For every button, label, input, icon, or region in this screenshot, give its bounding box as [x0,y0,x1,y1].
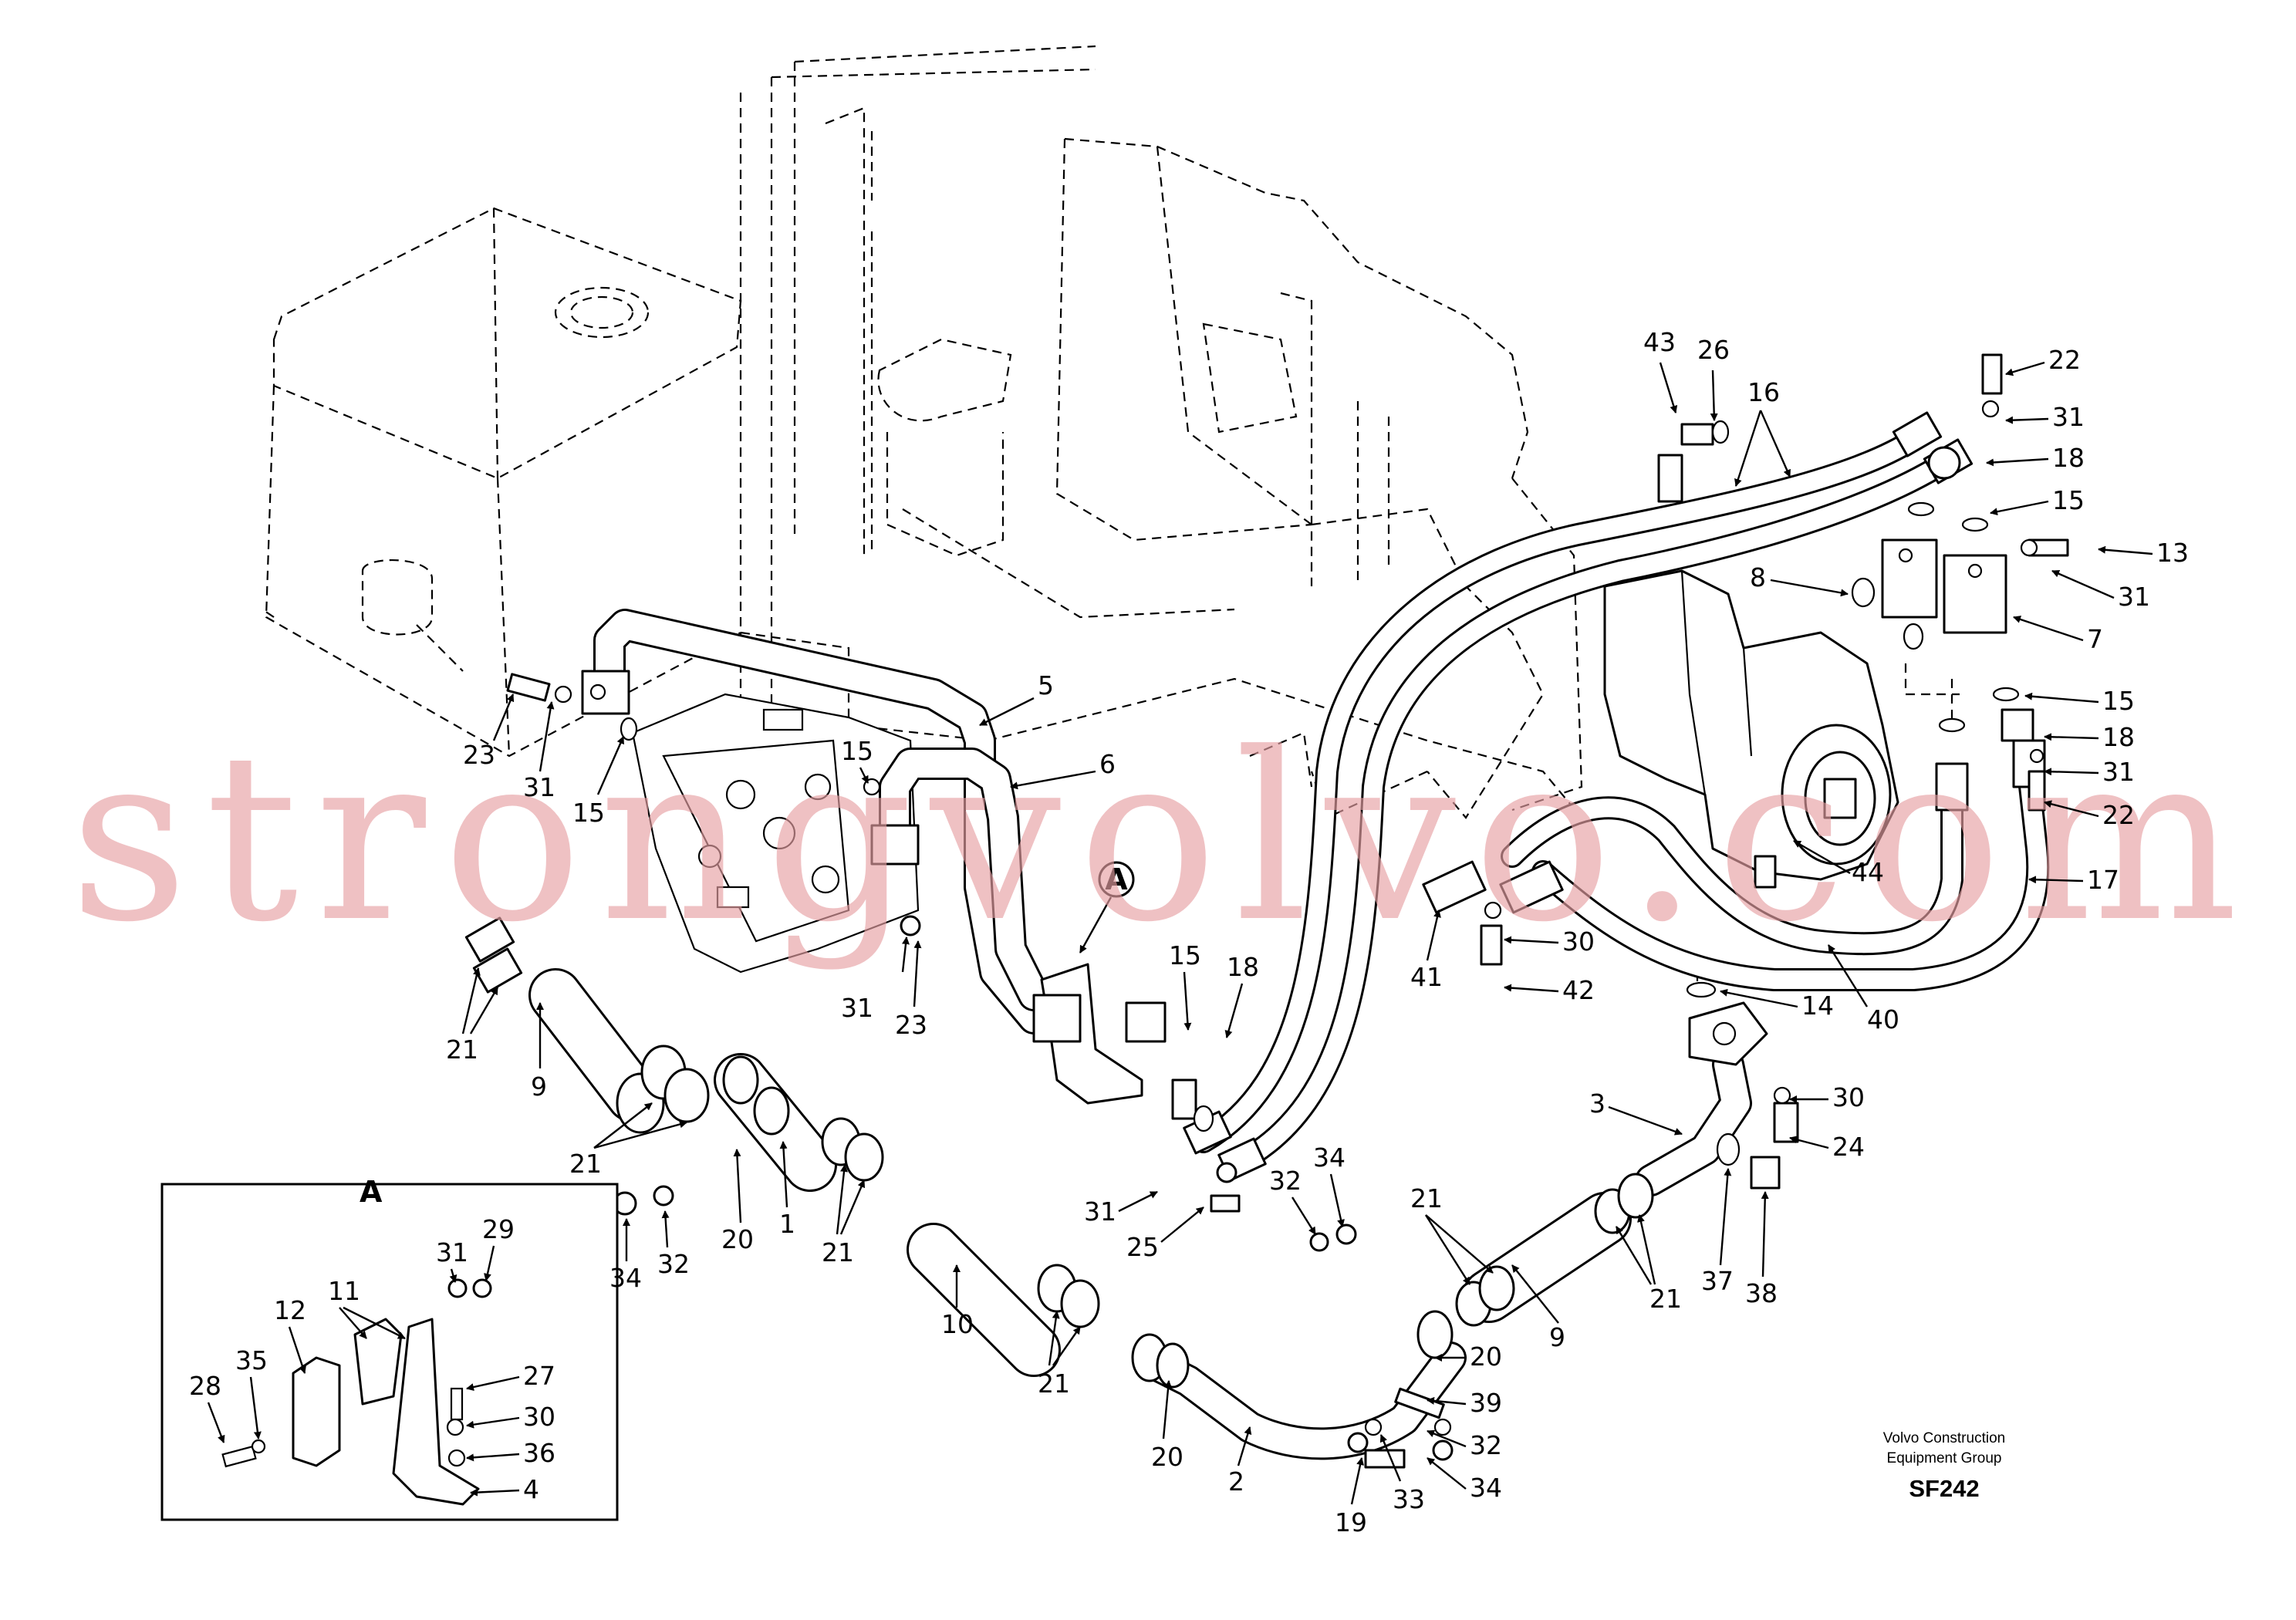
hose-10 [907,1223,1061,1377]
view-marker-label: A [1105,862,1128,896]
watermark-text: strongvolvo.com [69,704,2255,973]
callout-41: 41 [1410,962,1443,992]
figure-code: SF242 [1909,1475,1979,1502]
footer-credit: Volvo Construction Equipment Group SF242 [1883,1430,2005,1502]
callout-30a: 30 [1562,926,1595,957]
callout-19: 19 [1335,1507,1367,1537]
hose-17 [1531,768,2050,991]
small-hardware [506,353,2069,1469]
callout-20a: 20 [721,1224,754,1254]
callout-21c: 21 [1410,1183,1443,1213]
callout-31g: 31 [436,1237,468,1267]
callout-6: 6 [1099,749,1116,779]
callout-18c: 18 [1227,952,1259,982]
callout-21e: 21 [822,1237,854,1267]
callout-27: 27 [523,1361,555,1391]
callout-12: 12 [274,1295,306,1325]
callout-15e: 15 [1169,940,1201,970]
callout-31f: 31 [1084,1196,1116,1227]
callout-43: 43 [1643,327,1676,357]
callout-39: 39 [1470,1388,1502,1418]
callout-33: 33 [1393,1484,1425,1514]
hydraulic-pump [1603,538,2007,889]
callout-21f: 21 [1038,1369,1070,1399]
callout-26: 26 [1697,335,1730,365]
callout-20b: 20 [1470,1342,1502,1372]
callout-23b: 23 [895,1010,927,1040]
callout-25: 25 [1126,1232,1159,1262]
detail-view-title: A [360,1175,383,1209]
callout-32a: 32 [1269,1166,1302,1196]
callout-35: 35 [235,1345,268,1375]
callout-28: 28 [189,1371,221,1401]
callout-22b: 22 [2102,800,2135,830]
callout-34b: 34 [609,1263,642,1293]
callout-20c: 20 [1151,1442,1183,1472]
pipe-1 [714,1053,837,1192]
callout-34a: 34 [1313,1142,1346,1173]
callout-31c: 31 [2102,757,2135,787]
callout-15c: 15 [572,798,605,828]
callout-36: 36 [523,1438,555,1468]
callout-30b: 30 [1832,1082,1865,1112]
callout-8: 8 [1750,562,1766,592]
callout-15b: 15 [2102,686,2135,716]
pipe-2 [1131,1310,1467,1460]
callout-11: 11 [328,1276,360,1306]
callout-1: 1 [779,1209,795,1239]
callout-9a: 9 [531,1072,547,1102]
callout-13: 13 [2156,538,2189,568]
callout-15d: 15 [841,736,873,766]
callout-31e: 31 [841,993,873,1023]
callout-40: 40 [1867,1004,1899,1034]
callout-4: 4 [523,1474,539,1504]
callout-10: 10 [941,1309,974,1339]
callout-29: 29 [482,1214,515,1244]
company-line-1: Volvo Construction [1883,1430,2005,1446]
callout-22a: 22 [2048,345,2081,375]
callout-14: 14 [1801,991,1834,1021]
pipe-6 [870,748,1050,1011]
view-marker-a: A [1079,861,1135,953]
callout-34c: 34 [1470,1473,1502,1503]
callout-31d: 31 [523,772,555,802]
callout-44: 44 [1852,857,1884,887]
callout-9b: 9 [1549,1322,1565,1352]
callout-2: 2 [1228,1466,1244,1497]
hose-40 [1422,739,2046,956]
pipe-3 [1635,1001,1768,1196]
callout-18a: 18 [2052,443,2085,473]
callout-3: 3 [1589,1088,1606,1119]
callouts: 43 26 16 22 31 18 15 13 31 8 7 15 18 31 … [189,327,2189,1537]
callout-31b: 31 [2118,582,2150,612]
callout-7: 7 [2087,624,2103,654]
callout-42: 42 [1562,975,1595,1005]
callout-21a: 21 [446,1034,478,1065]
callout-23a: 23 [463,740,495,770]
callout-32c: 32 [1470,1430,1502,1460]
clamp-bracket-a [1032,963,1167,1105]
hose-16 [1183,411,1974,1182]
callout-32b: 32 [657,1249,690,1279]
company-line-2: Equipment Group [1887,1450,2002,1466]
callout-31a: 31 [2052,402,2085,432]
background-machine-outline [262,45,1960,1003]
hose-clamps [464,916,1654,1328]
callout-21d: 21 [1649,1284,1682,1314]
callout-16: 16 [1747,377,1780,407]
callout-24: 24 [1832,1132,1865,1162]
detail-view-a: A [160,1175,619,1521]
callout-5: 5 [1038,670,1054,700]
pipe-5 [581,609,1050,1034]
callout-17: 17 [2087,865,2119,895]
callout-30c: 30 [523,1402,555,1432]
callout-21b: 21 [569,1149,602,1179]
callout-37: 37 [1701,1266,1734,1296]
callout-18b: 18 [2102,722,2135,752]
callout-15a: 15 [2052,485,2085,515]
callout-38: 38 [1745,1278,1778,1308]
control-valve [631,693,920,974]
